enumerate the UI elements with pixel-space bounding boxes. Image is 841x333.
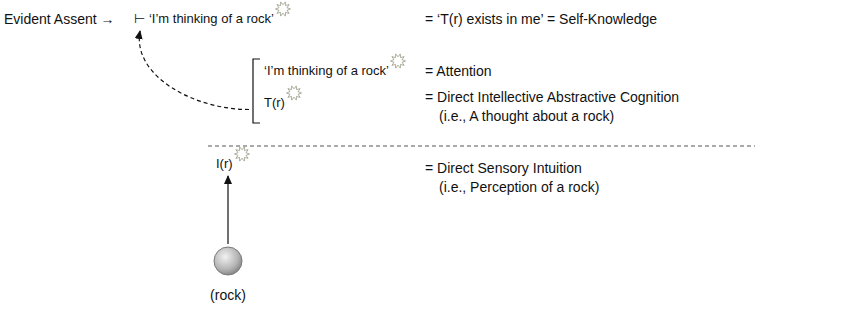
bracket-symbol (252, 58, 264, 124)
judgment-node: ⊢ ‘I’m thinking of a rock’ (134, 10, 274, 28)
gloss-label: = Direct Sensory Intuition (425, 159, 582, 177)
rock-symbol (213, 246, 243, 276)
gloss-label: = ‘T(r) exists in me’ = Self-Knowledge (425, 10, 657, 28)
starburst-icon (275, 1, 291, 17)
node-text: T(r) (264, 94, 285, 112)
intuition-node: I(r) (216, 155, 233, 173)
bracket-group: ‘I’m thinking of a rock’ T(r) (252, 58, 395, 124)
starburst-icon (390, 53, 406, 69)
node-text: I(r) (216, 155, 233, 173)
gloss-note: (i.e., A thought about a rock) (439, 107, 614, 125)
gloss-label: = Attention (425, 62, 492, 80)
assent-label: Evident Assent → (4, 10, 115, 28)
starburst-icon (234, 146, 250, 162)
connector-arrow (139, 31, 249, 109)
rock-object: (rock) (206, 246, 250, 304)
gloss-label: = Direct Intellective Abstractive Cognit… (425, 88, 679, 106)
connector-arrow (227, 176, 228, 244)
starburst-icon (286, 85, 302, 101)
divider-line (208, 146, 755, 147)
node-text: ‘I’m thinking of a rock’ (264, 62, 389, 80)
gloss-note: (i.e., Perception of a rock) (439, 178, 599, 196)
object-caption: (rock) (206, 286, 250, 304)
node-text: ⊢ ‘I’m thinking of a rock’ (134, 10, 274, 28)
